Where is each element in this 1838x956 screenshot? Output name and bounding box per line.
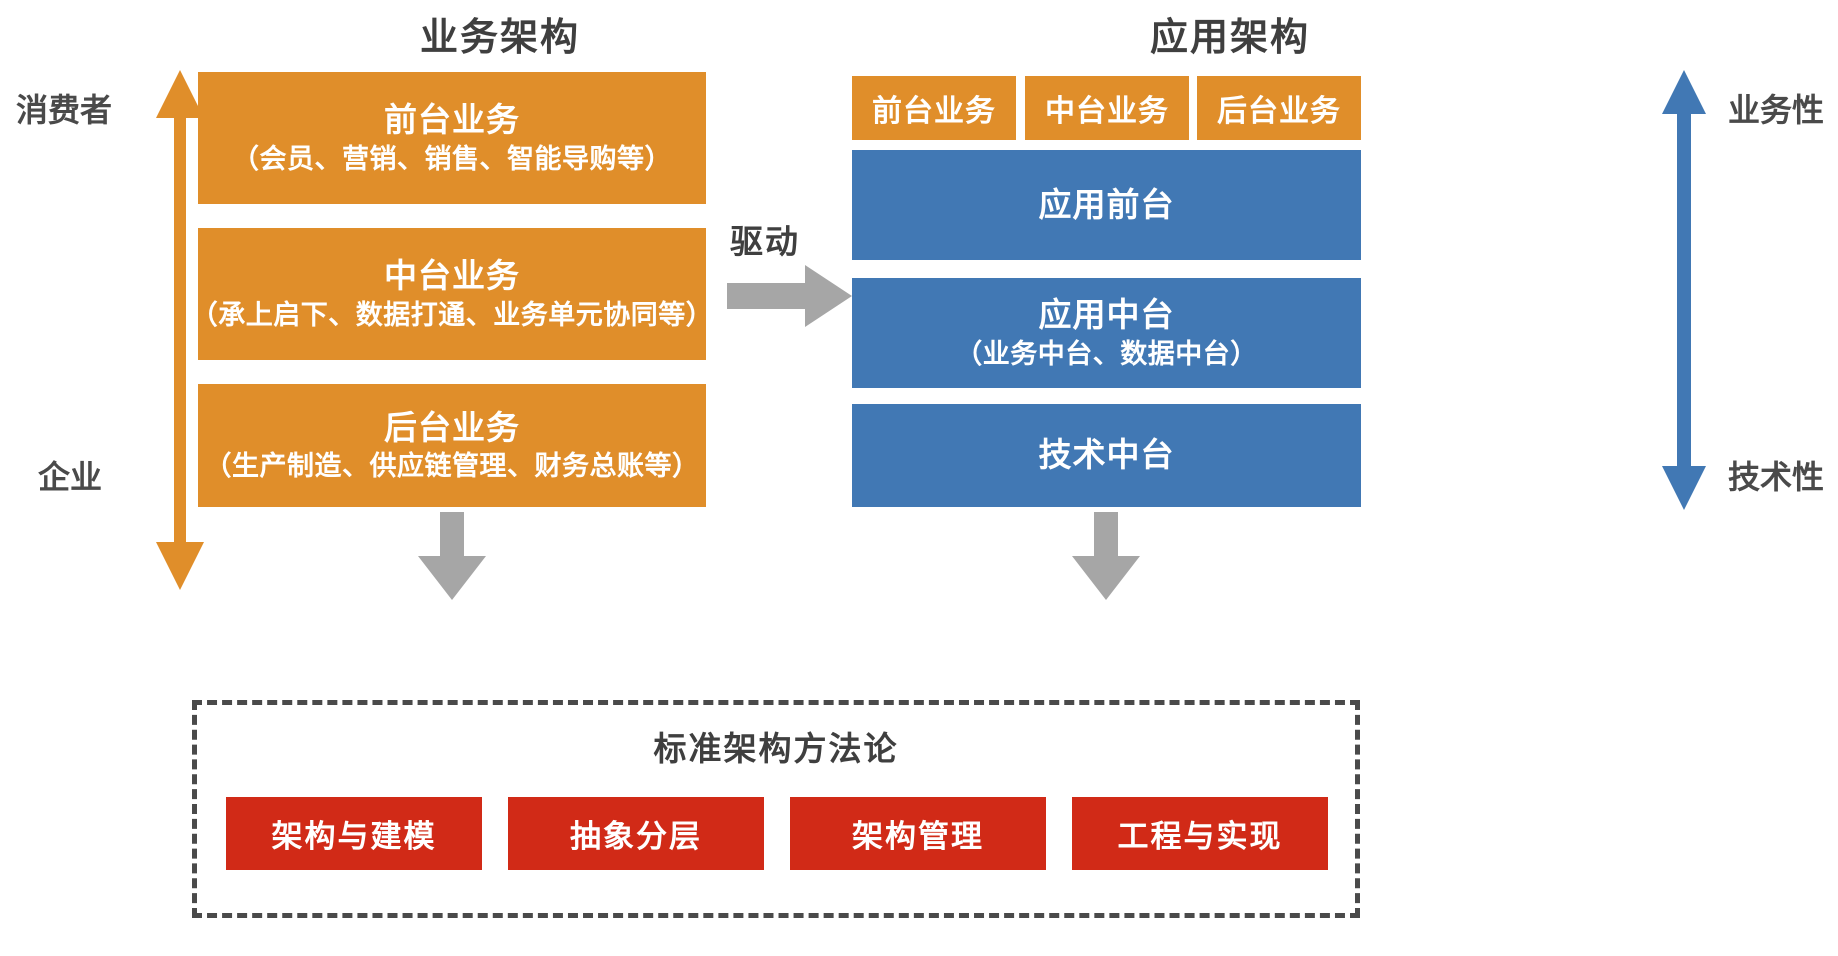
business-layer-middle-subtitle: （承上启下、数据打通、业务单元协同等） xyxy=(190,299,714,330)
business-layer-front-subtitle: （会员、营销、销售、智能导购等） xyxy=(232,143,672,174)
consumer-enterprise-axis-arrow xyxy=(156,70,204,590)
business-layer-front-title: 前台业务 xyxy=(384,101,520,139)
application-layer-tech[interactable]: 技术中台 xyxy=(852,404,1361,507)
methodology-item-engineering-implementation[interactable]: 工程与实现 xyxy=(1072,797,1328,870)
business-layer-middle[interactable]: 中台业务 （承上启下、数据打通、业务单元协同等） xyxy=(191,228,713,360)
drive-label: 驱动 xyxy=(730,223,800,260)
business-layer-back-subtitle: （生产制造、供应链管理、财务总账等） xyxy=(204,451,700,482)
business-architecture-title: 业务架构 xyxy=(419,17,580,59)
application-layer-tech-title: 技术中台 xyxy=(1038,436,1175,474)
axis-label-technical-nature: 技术性 xyxy=(1728,459,1825,495)
application-layer-front-title: 应用前台 xyxy=(1038,185,1175,223)
application-architecture-title: 应用架构 xyxy=(1149,17,1310,59)
methodology-item-architecture-modeling[interactable]: 架构与建模 xyxy=(226,797,482,870)
business-technical-axis-arrow xyxy=(1662,70,1706,510)
methodology-item-architecture-management[interactable]: 架构管理 xyxy=(790,797,1046,870)
methodology-container xyxy=(192,700,1360,918)
methodology-title: 标准架构方法论 xyxy=(653,730,899,767)
drive-arrow-icon xyxy=(727,265,852,327)
application-chip-middle[interactable]: 中台业务 xyxy=(1025,76,1189,140)
business-to-methodology-arrow-icon xyxy=(418,512,486,600)
business-layer-back[interactable]: 后台业务 （生产制造、供应链管理、财务总账等） xyxy=(198,384,706,507)
business-layer-back-title: 后台业务 xyxy=(384,408,520,446)
axis-label-consumer: 消费者 xyxy=(16,92,113,128)
methodology-item-abstraction-layering[interactable]: 抽象分层 xyxy=(508,797,764,870)
application-layer-middle-subtitle: （业务中台、数据中台） xyxy=(955,338,1258,369)
business-layer-front[interactable]: 前台业务 （会员、营销、销售、智能导购等） xyxy=(198,72,706,204)
axis-label-enterprise: 企业 xyxy=(38,459,103,495)
application-chip-back[interactable]: 后台业务 xyxy=(1197,76,1361,140)
application-chip-front[interactable]: 前台业务 xyxy=(852,76,1016,140)
business-layer-middle-title: 中台业务 xyxy=(384,257,520,295)
application-layer-front[interactable]: 应用前台 xyxy=(852,150,1361,260)
axis-label-business-nature: 业务性 xyxy=(1728,92,1825,128)
application-to-methodology-arrow-icon xyxy=(1072,512,1140,600)
application-layer-middle[interactable]: 应用中台 （业务中台、数据中台） xyxy=(852,278,1361,388)
application-layer-middle-title: 应用中台 xyxy=(1038,296,1175,334)
